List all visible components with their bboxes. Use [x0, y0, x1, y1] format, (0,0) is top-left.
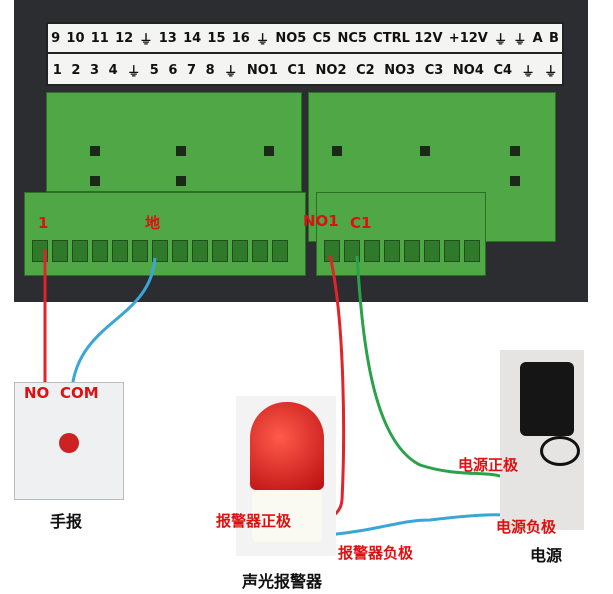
terminal-label: 5: [149, 62, 159, 78]
terminal-label: ⏚: [139, 32, 153, 48]
plug-connector-left[interactable]: [24, 192, 306, 276]
terminal-screw: [272, 240, 288, 262]
label-com: COM: [60, 384, 99, 402]
power-positive: 电源正极: [458, 456, 519, 474]
terminal-label: 3: [90, 62, 100, 78]
terminal-label: NC5: [337, 30, 367, 46]
terminal-label: ⏚: [544, 64, 558, 80]
terminal-screw: [252, 240, 268, 262]
terminal-label: 9: [51, 30, 61, 46]
alarm-negative: 报警器负极: [338, 544, 414, 562]
terminal-screw: [424, 240, 440, 262]
terminal-screw: [384, 240, 400, 262]
terminal-label: +12V: [448, 30, 488, 46]
terminal-screw: [364, 240, 380, 262]
terminal-label: CTRL 12V: [373, 30, 443, 46]
terminal-label: B: [548, 30, 559, 46]
terminal-screw: [52, 240, 68, 262]
terminal-label: ⏚: [494, 32, 508, 48]
terminal-screw: [112, 240, 128, 262]
terminal-screw: [464, 240, 480, 262]
terminal-label: 11: [90, 30, 109, 46]
terminal-label: NO3: [384, 62, 416, 78]
terminal-label: 1: [52, 62, 62, 78]
terminal-label: NO4: [452, 62, 484, 78]
terminal-label: 4: [108, 62, 118, 78]
terminal-screw: [444, 240, 460, 262]
terminal-screw: [152, 240, 168, 262]
terminal-label: 6: [168, 62, 178, 78]
terminal-screw: [92, 240, 108, 262]
plug-connector-right[interactable]: [316, 192, 486, 276]
label-c1: C1: [350, 214, 372, 232]
button-name: 手报: [50, 512, 83, 531]
alarm-positive: 报警器正极: [216, 512, 292, 530]
terminal-label: 12: [115, 30, 134, 46]
terminal-screw: [192, 240, 208, 262]
label-no1: NO1: [303, 212, 339, 230]
alarm-photo: [236, 396, 336, 556]
terminal-label: NO5: [275, 30, 307, 46]
alarm-name: 声光报警器: [242, 572, 323, 591]
terminal-label: ⏚: [127, 64, 141, 80]
terminal-label: C5: [312, 30, 332, 46]
power-negative: 电源负极: [496, 518, 557, 536]
terminal-label: 7: [187, 62, 197, 78]
power-adapter-photo: [500, 350, 584, 530]
blue-wire-negative: [327, 513, 506, 537]
terminal-label: 14: [183, 30, 202, 46]
button-icon: [59, 433, 79, 453]
terminal-label: 8: [205, 62, 215, 78]
terminal-label: ⏚: [521, 64, 535, 80]
terminal-label: C3: [424, 62, 444, 78]
terminal-row-top: 9 10 11 12 ⏚ 13 14 15 16 ⏚ NO5 C5 NC5 CTRL 12V +12V ⏚ ⏚ A…: [48, 24, 562, 54]
label-pin1: 1: [38, 214, 49, 232]
terminal-label: NO2: [315, 62, 347, 78]
terminal-label: 15: [207, 30, 226, 46]
terminal-label: C2: [356, 62, 375, 78]
terminal-label: ⏚: [224, 64, 238, 80]
terminal-screw: [132, 240, 148, 262]
terminal-screw: [72, 240, 88, 262]
terminal-label: ⏚: [513, 32, 527, 48]
terminal-screw: [172, 240, 188, 262]
terminal-label: 2: [71, 62, 81, 78]
green-wire-c1: [355, 255, 506, 480]
terminal-label: C1: [287, 62, 306, 78]
terminal-label: 16: [231, 30, 250, 46]
terminal-label: A: [532, 30, 543, 46]
terminal-block-left: [46, 92, 302, 192]
terminal-label: 13: [158, 30, 177, 46]
power-name: 电源: [530, 546, 563, 565]
terminal-screw: [212, 240, 228, 262]
terminal-label: 10: [66, 30, 85, 46]
label-no: NO: [24, 384, 50, 402]
label-ground: 地: [145, 214, 161, 232]
terminal-label: ⏚: [256, 32, 270, 48]
terminal-screw: [404, 240, 420, 262]
terminal-label: NO1: [246, 62, 278, 78]
terminal-label: C4: [493, 62, 513, 78]
terminal-screw: [232, 240, 248, 262]
manual-alarm-button: [14, 382, 124, 500]
blue-wire-com: [70, 257, 157, 389]
